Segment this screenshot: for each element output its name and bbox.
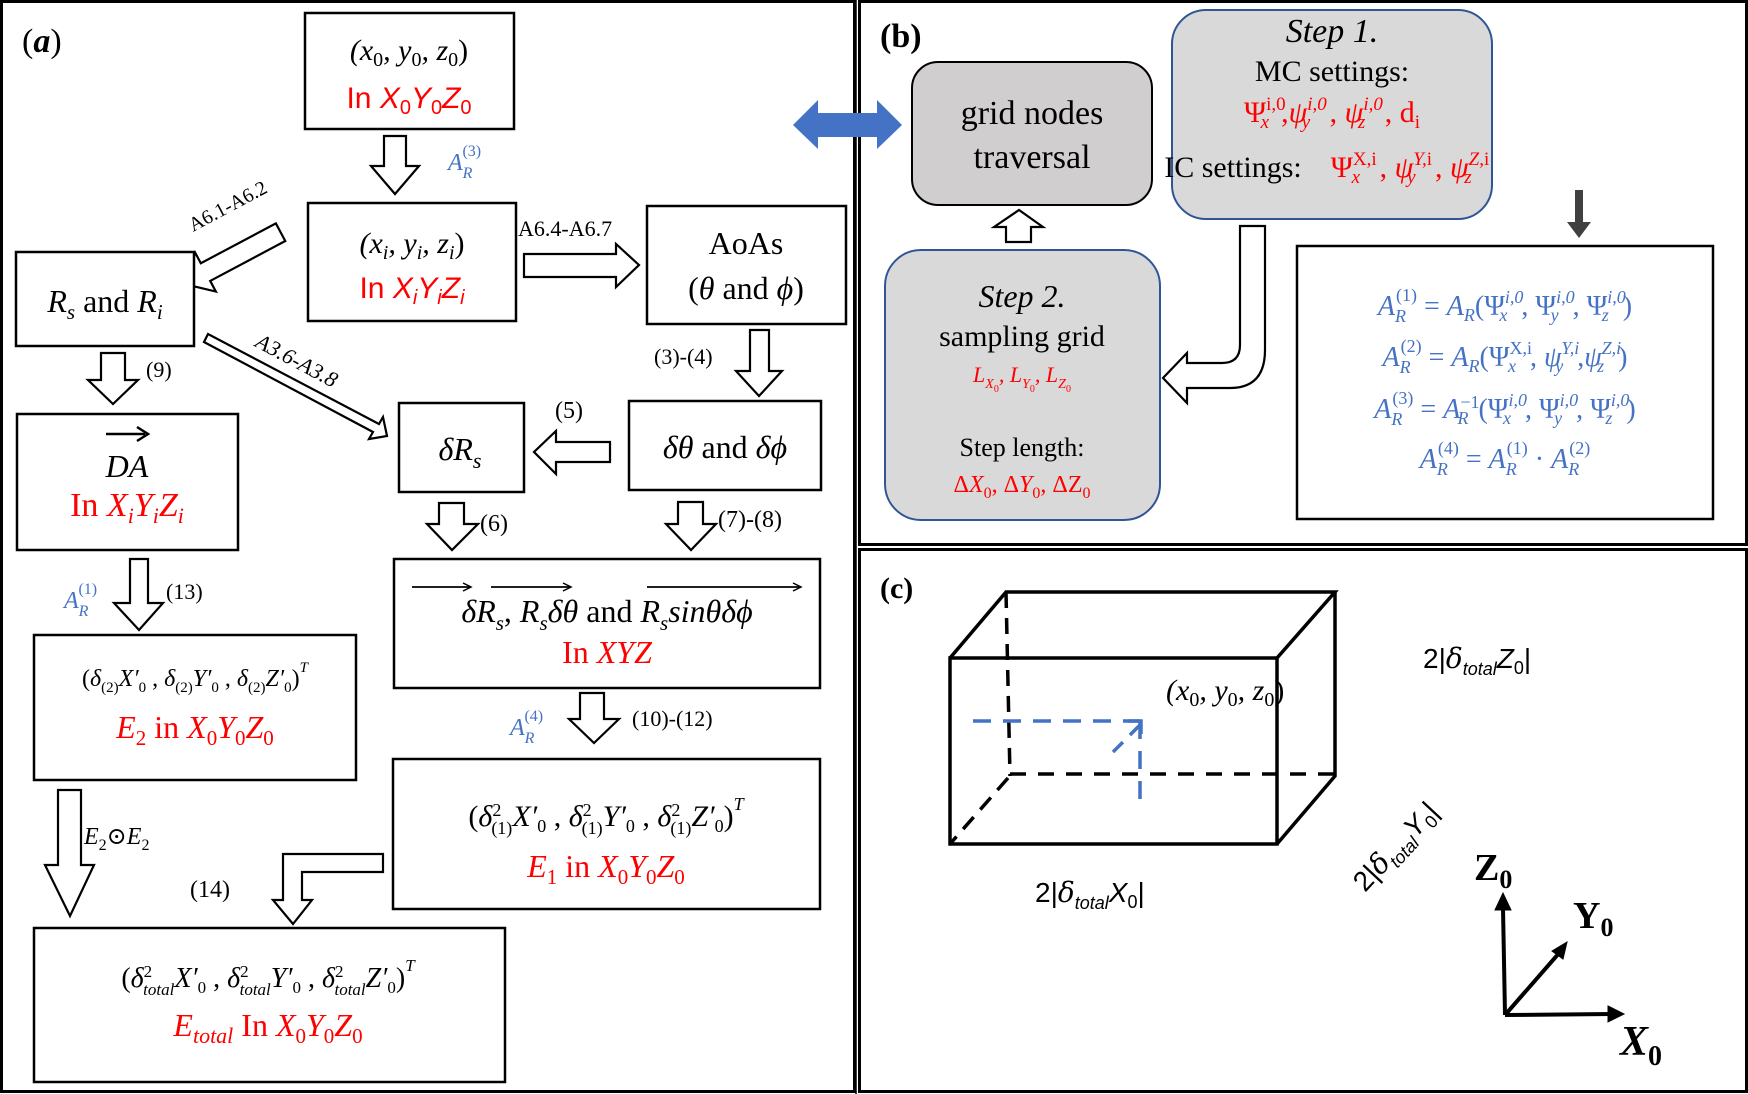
arrow-down-78 xyxy=(663,500,719,552)
svg-text:AR(2) = AR(ΨX,ix, ψY,iy,ψZ,iz): AR(2) = AR(ΨX,ix, ψY,iy,ψZ,iz) xyxy=(1381,336,1628,377)
panel-c-frame xyxy=(858,548,1748,1093)
svg-text:Etotal In X0Y0Z0: Etotal In X0Y0Z0 xyxy=(172,1007,362,1048)
point-label: (x0, y0, z0) xyxy=(1166,674,1284,711)
svg-text:Step 2.: Step 2. xyxy=(978,278,1065,314)
arrow-down-34 xyxy=(733,328,785,398)
svg-text:E1 in X0Y0Z0: E1 in X0Y0Z0 xyxy=(526,848,685,889)
dim-x-label: 2|δtotalX0| xyxy=(1035,876,1145,913)
label-eq14: (14) xyxy=(190,877,230,903)
svg-text:δθ and δϕ: δθ and δϕ xyxy=(663,429,787,465)
axis-z-label: Z0 xyxy=(1474,847,1512,894)
svg-text:MC settings:: MC settings: xyxy=(1255,55,1409,88)
svg-text:(δ(2)X′0 , δ(2)Y′0 , δ(2)Z′0)T: (δ(2)X′0 , δ(2)Y′0 , δ(2)Z′0)T xyxy=(82,660,310,696)
arrow-bent-step1-step2 xyxy=(1161,224,1267,406)
svg-text:In X0Y0Z0: In X0Y0Z0 xyxy=(346,82,471,119)
arrow-left-5 xyxy=(532,428,612,477)
panel-a-frame xyxy=(0,0,856,1093)
box-da: DA In XiYiZi xyxy=(15,412,240,552)
label-eq6: (6) xyxy=(480,511,508,537)
label-eq78: (7)-(8) xyxy=(718,507,782,533)
arrow-down-ar3 xyxy=(368,134,422,196)
svg-text:ΨX,ix , ψY,iy , ψZ,iz: ΨX,ix , ψY,iy , ψZ,iz xyxy=(1331,149,1490,188)
label-a61: A6.1-A6.2 xyxy=(185,177,271,237)
cuboid-diagram xyxy=(948,590,1339,846)
arrow-down-e2e2 xyxy=(43,788,96,919)
arrow-bent-14 xyxy=(270,852,385,926)
svg-text:AR(3) = A−1R(Ψi,0x, Ψi,0y, Ψi,: AR(3) = A−1R(Ψi,0x, Ψi,0y, Ψi,0z) xyxy=(1372,388,1635,429)
svg-text:IC settings:: IC settings: xyxy=(1164,151,1302,184)
svg-text:Rs and Ri: Rs and Ri xyxy=(46,283,162,324)
svg-text:Step length:: Step length: xyxy=(960,433,1085,462)
arrow-down-ar4 xyxy=(566,691,622,745)
label-eq9: (9) xyxy=(146,357,172,382)
panel-b-label: (b) xyxy=(880,18,922,55)
axis-x-label: X0 xyxy=(1618,1019,1662,1072)
label-ar3: AR(3) xyxy=(446,143,481,182)
arrow-a64 xyxy=(522,241,641,290)
svg-text:(δ2(1)X′0 , δ2(1)Y′0 , δ2(1)Z′: (δ2(1)X′0 , δ2(1)Y′0 , δ2(1)Z′0)T xyxy=(468,794,745,839)
panel-c-label: (c) xyxy=(880,572,913,605)
label-ar1: AR(1) xyxy=(62,581,97,620)
bidirectional-arrow-icon xyxy=(793,100,902,149)
arrow-down-13 xyxy=(111,557,166,632)
box-vectors-xyz: δRs, Rsδθ and Rssinθδϕ In XYZ xyxy=(392,557,822,690)
svg-text:DA: DA xyxy=(105,448,149,484)
label-eq5: (5) xyxy=(555,398,583,424)
svg-text:(x0, y0, z0): (x0, y0, z0) xyxy=(350,34,468,71)
box-grid-nodes-traversal: grid nodes traversal xyxy=(911,61,1153,206)
svg-text:In XYZ: In XYZ xyxy=(562,634,653,670)
dim-y-label: 2|δtotalY0| xyxy=(1346,795,1448,900)
box-rs-ri: Rs and Ri xyxy=(14,250,196,348)
svg-text:Step 1.: Step 1. xyxy=(1286,13,1379,50)
label-ar4: AR(4) xyxy=(508,708,543,747)
label-eq1012: (10)-(12) xyxy=(632,706,713,731)
svg-text:AR(1) = AR(Ψi,0x, Ψi,0y, Ψi,0: AR(1) = AR(Ψi,0x, Ψi,0y, Ψi,0z) xyxy=(1376,285,1632,326)
box-e2: (δ(2)X′0 , δ(2)Y′0 , δ(2)Z′0)T E2 in X0Y… xyxy=(32,633,358,782)
svg-text:ΔX0, ΔY0, ΔZ0: ΔX0, ΔY0, ΔZ0 xyxy=(954,472,1091,502)
box-step2: Step 2. sampling grid LX0, LY0, LZ0 Step… xyxy=(884,249,1161,521)
svg-text:AoAs: AoAs xyxy=(709,225,784,261)
label-a64: A6.4-A6.7 xyxy=(518,216,612,241)
box-e1: (δ2(1)X′0 , δ2(1)Y′0 , δ2(1)Z′0)T E1 in … xyxy=(391,757,822,911)
svg-text:(θ and ϕ): (θ and ϕ) xyxy=(688,270,804,306)
panel-b-frame xyxy=(858,0,1748,546)
svg-text:δRs, Rsδθ and Rssinθδϕ: δRs, Rsδθ and Rssinθδϕ xyxy=(461,593,752,635)
arrow-up-step2 xyxy=(990,208,1047,244)
label-eq13: (13) xyxy=(166,579,203,604)
svg-text:In XiYiZi: In XiYiZi xyxy=(359,272,465,309)
arrow-a36 xyxy=(202,332,389,441)
svg-text:grid nodes: grid nodes xyxy=(961,95,1104,132)
svg-text:AR(4) = AR(1) · AR(2): AR(4) = AR(1) · AR(2) xyxy=(1418,438,1590,479)
label-eq34: (3)-(4) xyxy=(654,344,713,369)
axis-y-label: Y0 xyxy=(1573,895,1613,942)
label-e2e2: E2⊙E2 xyxy=(83,824,149,854)
svg-text:(xi, yi, zi): (xi, yi, zi) xyxy=(359,227,464,264)
box-delta-theta-phi: δθ and δϕ xyxy=(627,399,823,492)
axes-icon xyxy=(1494,891,1626,1023)
box-delta-rs: δRs xyxy=(397,401,526,494)
point-marker-dashed xyxy=(973,719,1143,808)
box-origin-coords: (x0, y0, z0) In X0Y0Z0 xyxy=(303,11,516,131)
box-intermediate-coords: (xi, yi, zi) In XiYiZi xyxy=(306,201,518,323)
arrow-down-6 xyxy=(424,501,481,552)
arrow-down-9 xyxy=(85,351,141,406)
svg-text:traversal: traversal xyxy=(973,139,1090,176)
svg-text:sampling grid: sampling grid xyxy=(939,320,1105,353)
arrow-down-dark xyxy=(1567,190,1591,238)
panel-a-label: (a) xyxy=(22,23,62,60)
box-aoas: AoAs (θ and ϕ) xyxy=(645,204,848,326)
svg-text:In XiYiZi: In XiYiZi xyxy=(70,487,184,528)
svg-text:E2 in X0Y0Z0: E2 in X0Y0Z0 xyxy=(115,709,274,750)
svg-text:Ψi,0x,ψi,0y , ψi,0z , di: Ψi,0x,ψi,0y , ψi,0z , di xyxy=(1244,94,1420,133)
dim-z-label: 2|δtotalZ0| xyxy=(1423,642,1531,679)
